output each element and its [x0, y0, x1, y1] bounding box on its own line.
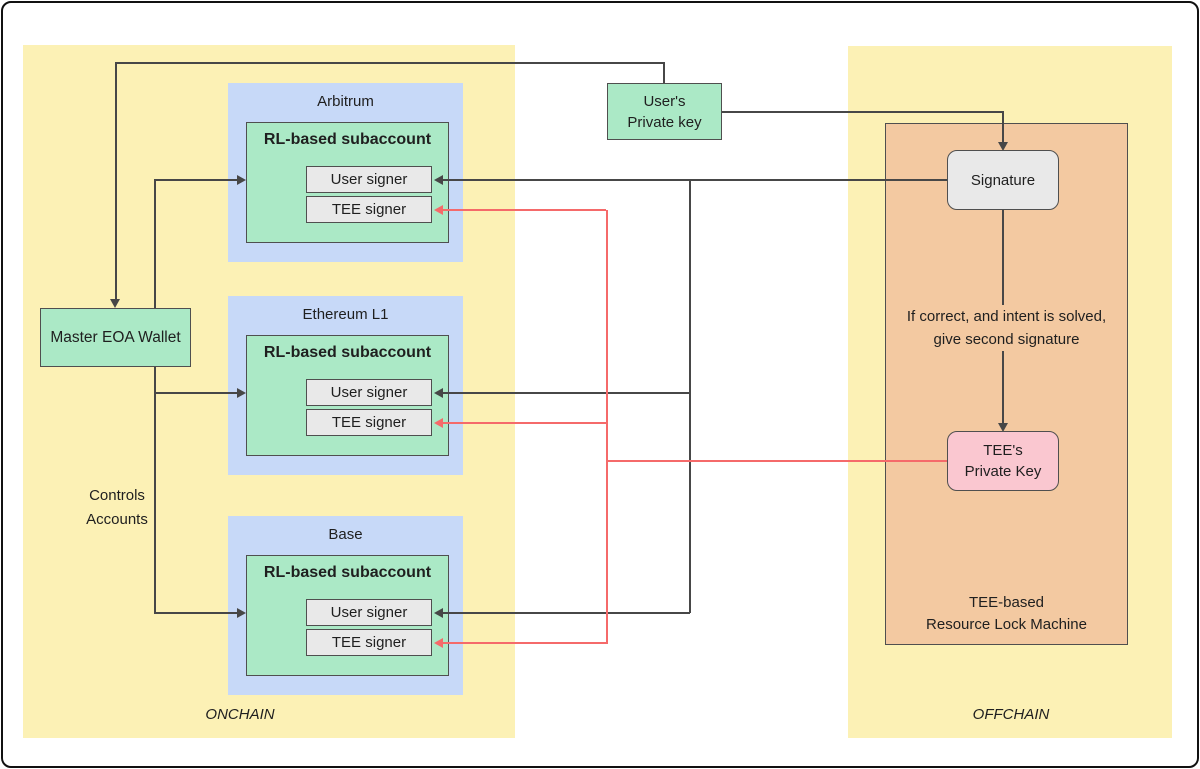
edge-signature-to-base-user: [442, 612, 690, 614]
tee-private-key-box: TEE's Private Key: [947, 431, 1059, 491]
arrowhead-into-base-subaccount: [237, 607, 246, 618]
tee-signer-box: TEE signer: [306, 196, 432, 223]
arrowhead-into-base-tee-signer: [434, 637, 443, 648]
edge-masterwallet-controls-v: [154, 179, 156, 613]
subaccount-title: RL-based subaccount: [263, 564, 432, 581]
arrowhead-into-ethereum-user-signer: [434, 387, 443, 398]
controls-line1: Controls: [89, 487, 145, 504]
arrowhead-into-master-wallet: [110, 299, 120, 308]
chain-title: Arbitrum: [317, 93, 374, 110]
chain-box-ethereum: Ethereum L1 RL-based subaccount User sig…: [228, 296, 463, 475]
users-private-key-line2: Private key: [627, 113, 702, 131]
edge-teekey-to-arbitrum-tee: [442, 208, 606, 211]
arrowhead-into-ethereum-tee-signer: [434, 417, 443, 428]
edge-teekey-to-ethereum-tee: [442, 421, 606, 424]
edge-userkey-top: [115, 62, 664, 64]
chain-box-base: Base RL-based subaccount User signer TEE…: [228, 516, 463, 695]
signature-label: Signature: [970, 171, 1036, 189]
tee-machine-label-line1: TEE-based: [968, 594, 1045, 611]
tee-machine-label-line2: Resource Lock Machine: [926, 616, 1087, 633]
users-private-key-line1: User's: [643, 92, 686, 110]
edge-signature-branch-v: [689, 179, 691, 613]
arrowhead-into-tee-private-key: [998, 423, 1008, 432]
arrowhead-into-base-user-signer: [434, 607, 443, 618]
user-signer-box: User signer: [306, 599, 432, 626]
offchain-label: OFFCHAIN: [972, 706, 1050, 723]
arrowhead-into-arbitrum-user-signer: [434, 174, 443, 185]
edge-userkey-to-signature-v: [1002, 111, 1004, 142]
edge-teekey-branch-v: [606, 209, 608, 644]
edge-userkey-up: [663, 62, 665, 84]
master-eoa-wallet-box: Master EOA Wallet: [40, 308, 191, 367]
edge-teekey-to-base-tee: [442, 641, 606, 644]
edge-masterwallet-to-ethereum: [154, 392, 238, 394]
chain-title: Base: [328, 526, 363, 543]
chain-title: Ethereum L1: [302, 306, 389, 323]
users-private-key-box: User's Private key: [607, 83, 722, 140]
tee-signer-box: TEE signer: [306, 409, 432, 436]
master-eoa-wallet-label: Master EOA Wallet: [50, 329, 181, 346]
edge-signature-to-ethereum-user: [442, 392, 690, 394]
subaccount-box: RL-based subaccount User signer TEE sign…: [246, 335, 449, 456]
tee-machine-box: [885, 123, 1128, 645]
arrowhead-into-arbitrum-subaccount: [237, 174, 246, 185]
tee-private-key-line2: Private Key: [964, 463, 1042, 480]
edge-userkey-to-signature-h: [722, 111, 1003, 113]
signature-box: Signature: [947, 150, 1059, 210]
subaccount-box: RL-based subaccount User signer TEE sign…: [246, 122, 449, 243]
edge-signature-to-arbitrum-user: [442, 179, 947, 181]
tee-private-key-line1: TEE's: [983, 442, 1023, 459]
controls-line2: Accounts: [86, 511, 148, 528]
condition-line1: If correct, and intent is solved,: [906, 308, 1107, 325]
condition-line2: give second signature: [933, 331, 1080, 348]
condition-text: If correct, and intent is solved, give s…: [886, 305, 1127, 351]
controls-accounts-label: Controls Accounts: [57, 484, 177, 532]
user-signer-box: User signer: [306, 379, 432, 406]
subaccount-title: RL-based subaccount: [263, 131, 432, 148]
arrowhead-into-arbitrum-tee-signer: [434, 204, 443, 215]
user-signer-box: User signer: [306, 166, 432, 193]
edge-teekey-out: [606, 460, 947, 462]
edge-userkey-to-masterwallet: [115, 62, 117, 299]
chain-box-arbitrum: Arbitrum RL-based subaccount User signer…: [228, 83, 463, 262]
subaccount-title: RL-based subaccount: [263, 344, 432, 361]
arrowhead-into-signature: [998, 142, 1008, 151]
edge-masterwallet-to-base: [154, 612, 238, 614]
tee-machine-label: TEE-based Resource Lock Machine: [885, 592, 1128, 636]
subaccount-box: RL-based subaccount User signer TEE sign…: [246, 555, 449, 676]
arrowhead-into-ethereum-subaccount: [237, 387, 246, 398]
edge-masterwallet-to-arbitrum: [154, 179, 238, 181]
onchain-label: ONCHAIN: [205, 706, 275, 723]
tee-signer-box: TEE signer: [306, 629, 432, 656]
